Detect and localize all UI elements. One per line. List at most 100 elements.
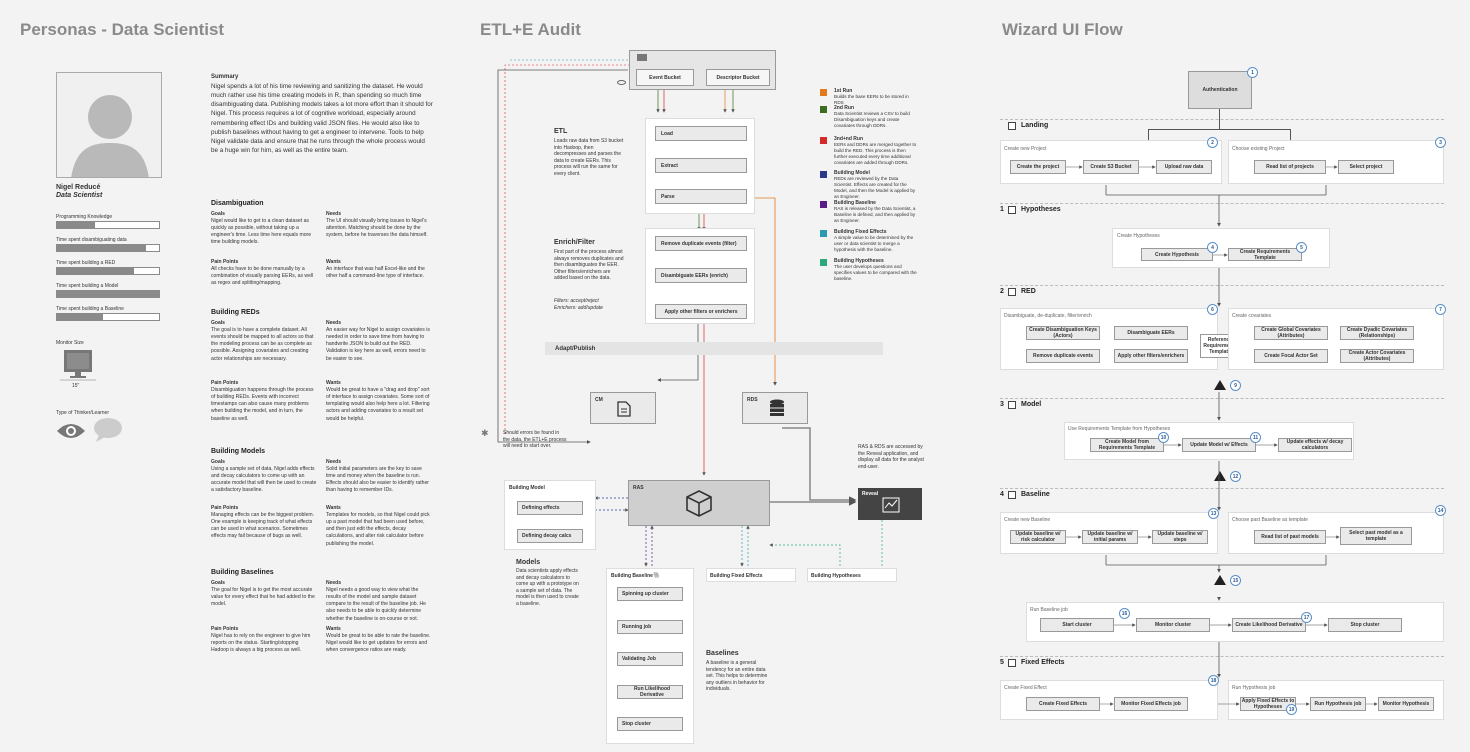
persona-field-label: Pain Points — [211, 380, 239, 386]
enrich-enrichers: Enrichers: add/update — [554, 305, 603, 311]
ras-box[interactable]: RAS — [628, 480, 770, 526]
etl-step-parse[interactable]: Parse — [655, 189, 747, 204]
select-project-button[interactable]: Select project — [1338, 160, 1394, 174]
section-number: 1 — [1000, 206, 1004, 213]
monitor-hypothesis-button[interactable]: Monitor Hypothesis — [1378, 697, 1434, 711]
legend-text: The user develops questions and specifie… — [834, 264, 917, 281]
s3-source-block: Event Bucket Descriptor Bucket — [629, 50, 776, 90]
create-model-button[interactable]: Create Model from Requirements Template — [1090, 438, 1164, 452]
step-number-9: 9 — [1230, 380, 1241, 391]
update-risk-calculator[interactable]: Update baseline w/ risk calculator — [1010, 530, 1066, 544]
skill-bar-fill — [57, 314, 103, 320]
model-step-effects[interactable]: Defining effects — [517, 501, 583, 515]
baseline-step[interactable]: Run Likelihood Derivative — [617, 684, 683, 699]
database-icon — [770, 399, 784, 416]
persona-field-text: Nigel has to rely on the engineer to giv… — [211, 633, 311, 654]
create-fixed-effects-button[interactable]: Create Fixed Effects — [1026, 697, 1100, 711]
persona-field-label: Goals — [211, 320, 225, 326]
ras-label: RAS — [633, 485, 644, 491]
section-title: Baseline — [1021, 491, 1050, 498]
run-hypothesis-button[interactable]: Run Hypothesis job — [1310, 697, 1366, 711]
section-square-icon — [1008, 288, 1016, 296]
create-s3-bucket-button[interactable]: Create S3 Bucket — [1083, 160, 1139, 174]
legend-text: REDs are reviewed by the Data Scientist.… — [834, 176, 916, 199]
enrich-filters: Filters: accept/reject — [554, 298, 599, 304]
disambiguate-eers-button[interactable]: Disambiguate EERs — [1114, 326, 1188, 340]
remove-duplicates-button[interactable]: Remove duplicate events — [1026, 349, 1100, 363]
summary-text: Nigel spends a lot of his time reviewing… — [211, 83, 433, 154]
baseline-step[interactable]: Spinning up cluster — [617, 587, 683, 601]
create-focal-actor-set[interactable]: Create Focal Actor Set — [1254, 349, 1328, 363]
start-cluster-button[interactable]: Start cluster — [1040, 618, 1114, 632]
select-past-model[interactable]: Select past model as a template — [1340, 527, 1412, 545]
authentication-box[interactable]: Authentication — [1188, 71, 1252, 109]
step-number-5: 5 — [1296, 242, 1307, 253]
read-past-models[interactable]: Read list of past models — [1254, 530, 1326, 544]
legend-text: RAS is released by the Data Scientist, a… — [834, 206, 916, 223]
document-icon — [617, 401, 631, 417]
hypotheses-label: Create Hypotheses — [1117, 233, 1160, 239]
etl-step-load[interactable]: Load — [655, 126, 747, 141]
skill-bar-fill — [57, 222, 95, 228]
monitor-cluster-button[interactable]: Monitor cluster — [1136, 618, 1210, 632]
create-likelihood-button[interactable]: Create Likelihood Derivative — [1232, 618, 1306, 632]
monitor-icon — [60, 348, 96, 387]
update-steps[interactable]: Update baseline w/ steps — [1152, 530, 1208, 544]
rds-box[interactable]: RDS — [742, 392, 808, 424]
legend-text: A simple value to be determined by the u… — [834, 235, 914, 252]
create-actor-covariates[interactable]: Create Actor Covariates (Attributes) — [1340, 349, 1414, 363]
create-dyadic-covariates[interactable]: Create Dyadic Covariates (Relationships) — [1340, 326, 1414, 340]
create-hypothesis-button[interactable]: Create Hypothesis — [1141, 248, 1213, 261]
create-project-button[interactable]: Create the project — [1010, 160, 1066, 174]
section-rule — [1000, 285, 1444, 286]
legend-swatch — [820, 137, 827, 144]
cube-icon — [686, 490, 712, 517]
cm-box[interactable]: CM — [590, 392, 656, 424]
section-rule — [1000, 488, 1444, 489]
create-disambiguation-keys[interactable]: Create Disambiguation Keys (Actors) — [1026, 326, 1100, 340]
create-global-covariates[interactable]: Create Global Covariates (Attributes) — [1254, 326, 1328, 340]
building-fixed-effects[interactable]: Building Fixed Effects — [706, 568, 796, 582]
persona-field-label: Wants — [326, 380, 341, 386]
section-title: Landing — [1021, 122, 1049, 129]
baseline-step[interactable]: Running job — [617, 619, 683, 634]
stop-cluster-button[interactable]: Stop cluster — [1328, 618, 1402, 632]
apply-filters-button[interactable]: Apply other filters/enrichers — [1114, 349, 1188, 363]
section-square-icon — [1008, 206, 1016, 214]
models-heading: Models — [516, 559, 541, 566]
landing-new-label: Create new Project — [1004, 146, 1047, 152]
apply-fixed-effects-button[interactable]: Apply Fixed Effects to Hypotheses — [1240, 697, 1296, 711]
update-model-effects-button[interactable]: Update Model w/ Effects — [1182, 438, 1256, 452]
enrich-step-other[interactable]: Apply other filters or enrichers — [655, 304, 747, 319]
event-bucket[interactable]: Event Bucket — [636, 69, 694, 86]
connector — [1148, 129, 1290, 130]
enrich-step-disambiguate[interactable]: Disambiguate EERs (enrich) — [655, 268, 747, 283]
step-number-6: 6 — [1207, 304, 1218, 315]
model-step-decay[interactable]: Defining decay calcs — [517, 529, 583, 543]
descriptor-bucket[interactable]: Descriptor Bucket — [706, 69, 770, 86]
baseline-step[interactable]: Stop cluster — [617, 717, 683, 731]
thinker-label: Type of Thinker/Learner — [56, 410, 109, 416]
monitor-size: 15" — [72, 383, 80, 389]
step-number-17: 17 — [1301, 612, 1312, 623]
legend-text: Data Scientist reviews a CSV to build Di… — [834, 111, 910, 128]
read-projects-button[interactable]: Read list of projects — [1254, 160, 1326, 174]
upload-raw-data-button[interactable]: Upload raw data — [1156, 160, 1212, 174]
legend-swatch — [820, 201, 827, 208]
cm-label: CM — [595, 397, 603, 403]
baseline-step[interactable]: Validating Job — [617, 652, 683, 666]
persona-field-label: Pain Points — [211, 505, 239, 511]
legend-title: 3nd+nd Run — [834, 136, 864, 142]
update-initial-params[interactable]: Update baseline w/ initial params — [1082, 530, 1138, 544]
enrich-step-dedupe[interactable]: Remove duplicate events (filter) — [655, 236, 747, 251]
eye-small-icon — [617, 80, 626, 85]
legend-swatch — [820, 230, 827, 237]
etl-step-extract[interactable]: Extract — [655, 158, 747, 173]
baseline-left-label: Create new Baseline — [1004, 517, 1051, 523]
persona-field-label: Goals — [211, 211, 225, 217]
create-requirements-button[interactable]: Create Requirements Template — [1228, 248, 1302, 261]
building-hypotheses[interactable]: Building Hypotheses — [807, 568, 897, 582]
update-decay-button[interactable]: Update effects w/ decay calculators — [1278, 438, 1352, 452]
reveal-box[interactable]: Reveal — [858, 488, 922, 520]
monitor-fixed-effects-button[interactable]: Monitor Fixed Effects job — [1114, 697, 1188, 711]
